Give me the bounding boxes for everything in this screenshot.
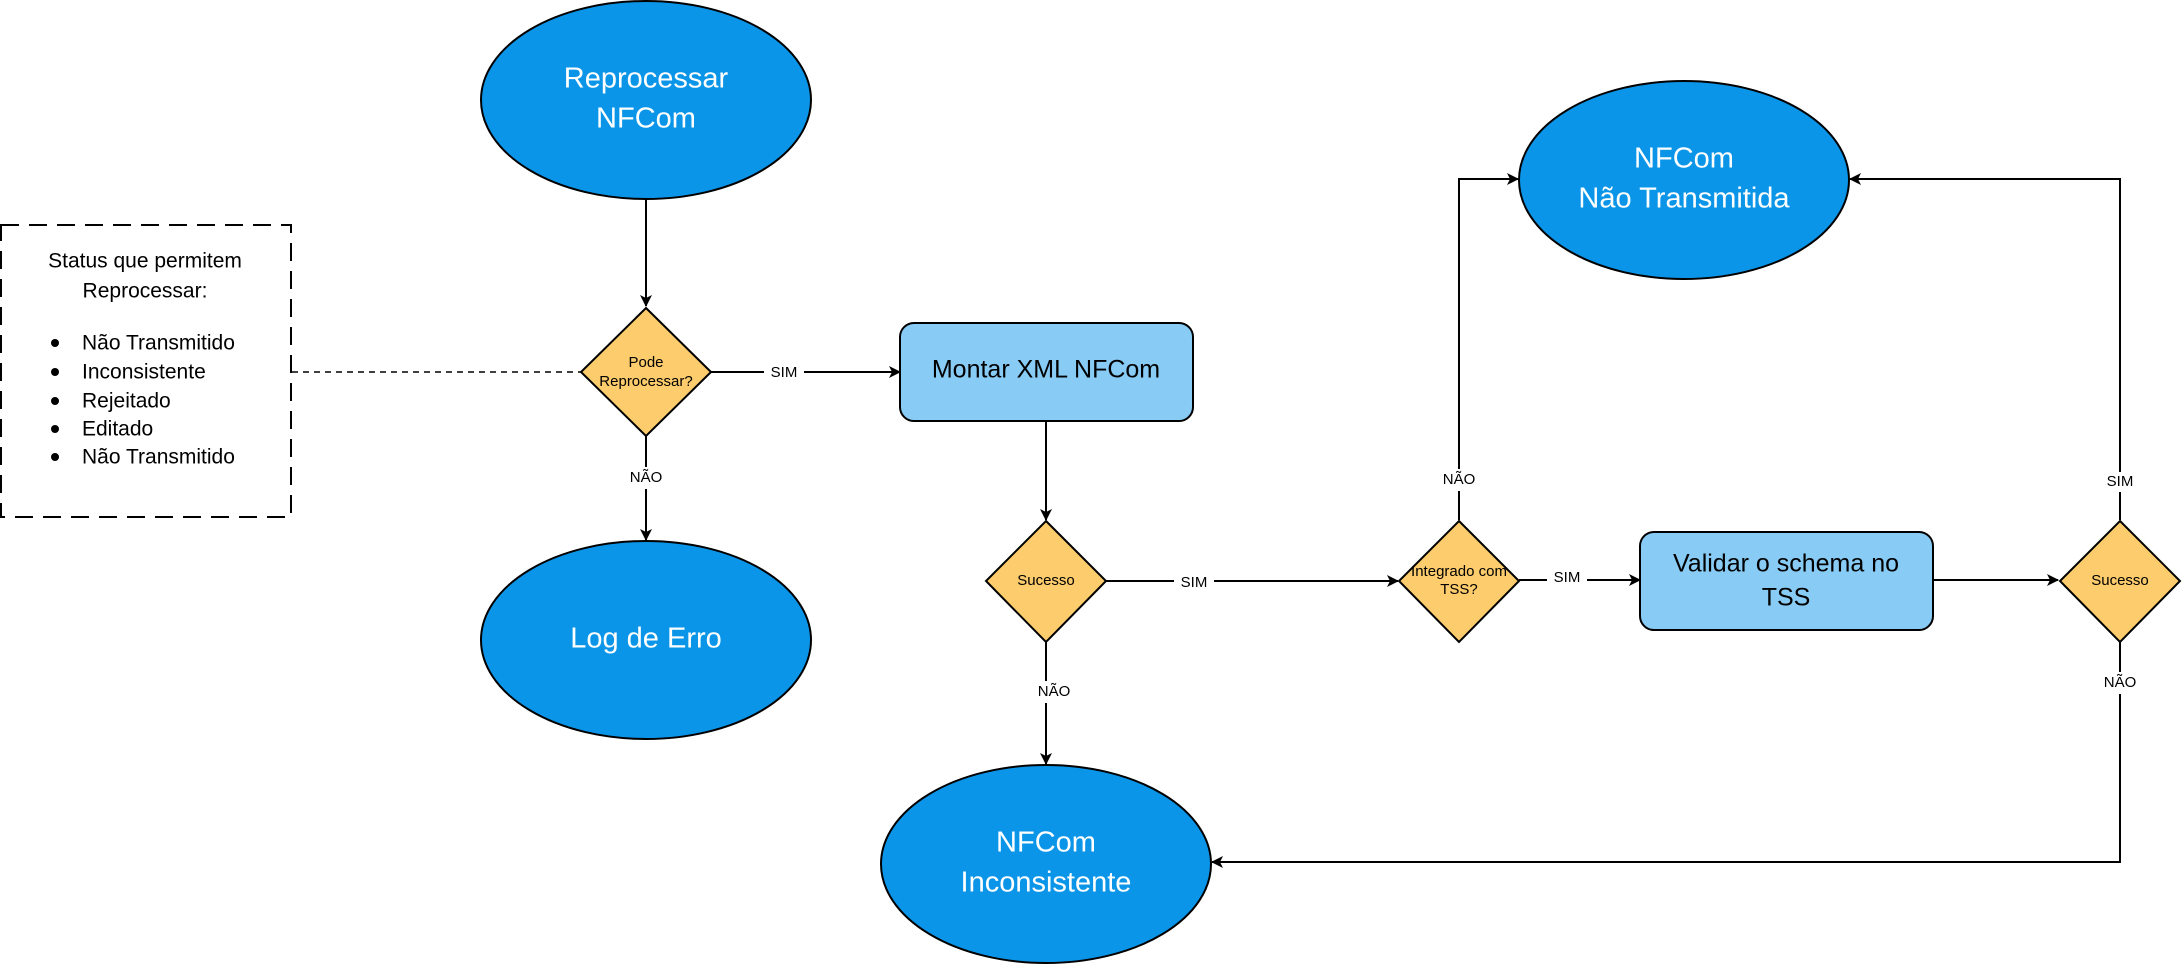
status-note: Status que permitem Reprocessar: Não Tra… — [0, 224, 292, 518]
edge-label-sim-sucesso1: SIM — [1181, 574, 1208, 591]
node-reprocessar-nfcom[interactable]: Reprocessar NFCom — [480, 0, 812, 200]
status-note-title-line-1: Status que permitem — [48, 250, 242, 273]
node-validar-schema-tss[interactable]: Validar o schema no TSS — [1639, 531, 1934, 631]
decision-label-line-1: Integrado com — [1411, 563, 1507, 580]
node-label-line-1: NFCom — [1634, 143, 1734, 175]
node-label-line-2: Inconsistente — [961, 867, 1132, 899]
edge-label-nao-sucesso2: NÃO — [2104, 674, 2137, 691]
bullet-icon — [51, 425, 59, 433]
edge-label-sim-pode: SIM — [771, 364, 798, 381]
bullet-icon — [51, 453, 59, 461]
decision-label-line-1: Pode — [628, 354, 663, 371]
edge-label-nao-pode: NÃO — [630, 469, 663, 486]
bullet-icon — [51, 368, 59, 376]
node-label-line-2: NFCom — [596, 103, 696, 135]
decision-pode-reprocessar[interactable]: Pode Reprocessar? — [579, 306, 713, 438]
decision-label-line-1: Sucesso — [2091, 572, 2149, 589]
node-label-line-1: Log de Erro — [570, 623, 722, 655]
decision-sucesso-2[interactable]: Sucesso — [2058, 519, 2182, 644]
edge-label-nao-integrado: NÃO — [1443, 471, 1476, 488]
status-note-item: Não Transmitido — [82, 446, 235, 469]
node-label-line-1: Montar XML NFCom — [932, 356, 1160, 384]
bullet-icon — [51, 339, 59, 347]
node-label-line-1: NFCom — [996, 827, 1096, 859]
node-nfcom-nao-transmitida[interactable]: NFCom Não Transmitida — [1518, 80, 1850, 280]
edge-sucesso2-to-nao-transmitida — [1849, 173, 2121, 520]
edges — [292, 173, 2121, 868]
edge-integrado-to-nao-transmitida — [1458, 173, 1519, 520]
node-log-de-erro[interactable]: Log de Erro — [480, 540, 812, 740]
decision-label-line-2: TSS? — [1440, 581, 1478, 598]
node-nfcom-inconsistente[interactable]: NFCom Inconsistente — [880, 764, 1212, 964]
status-note-item: Inconsistente — [82, 361, 206, 384]
node-montar-xml-nfcom[interactable]: Montar XML NFCom — [899, 322, 1194, 422]
status-note-item: Não Transmitido — [82, 332, 235, 355]
edge-label-sim-sucesso2: SIM — [2107, 473, 2134, 490]
node-label-line-2: TSS — [1762, 584, 1811, 612]
node-label-line-1: Reprocessar — [564, 63, 729, 95]
edge-label-nao-sucesso1: NÃO — [1038, 683, 1071, 700]
decision-label-line-2: Reprocessar? — [599, 373, 692, 390]
node-label-line-1: Validar o schema no — [1673, 550, 1899, 578]
decision-integrado-com-tss[interactable]: Integrado com TSS? — [1397, 519, 1521, 644]
decision-label-line-1: Sucesso — [1017, 572, 1075, 589]
status-note-item: Rejeitado — [82, 390, 171, 413]
node-label-line-2: Não Transmitida — [1578, 183, 1790, 215]
status-note-item: Editado — [82, 418, 153, 441]
status-note-title-line-2: Reprocessar: — [83, 280, 208, 303]
bullet-icon — [51, 397, 59, 405]
edge-sucesso2-to-inconsistente — [1211, 642, 2121, 868]
decision-sucesso-1[interactable]: Sucesso — [984, 519, 1108, 644]
status-note-border — [0, 224, 292, 518]
edge-labels: SIM NÃO SIM NÃO SIM NÃO SIM NÃO — [626, 362, 2140, 703]
edge-label-sim-integrado: SIM — [1554, 569, 1581, 586]
